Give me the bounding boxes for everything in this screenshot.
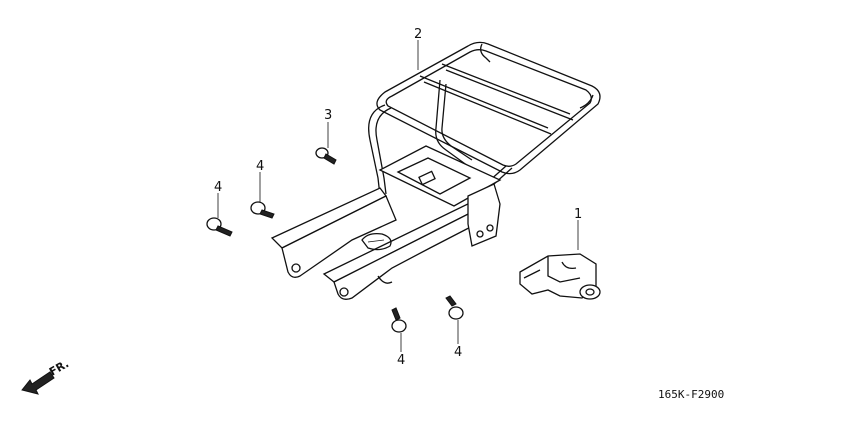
label-part-2: 2: [414, 27, 422, 42]
flange-bolt-4b: [250, 201, 275, 219]
label-part-4-a: 4: [256, 159, 264, 174]
label-part-4-d: 4: [454, 345, 462, 360]
leader-lines: [217, 40, 579, 352]
diagram-code: 165K-F2900: [658, 388, 724, 401]
rear-carrier-rack: [368, 41, 601, 197]
flange-bolt-4d: [445, 295, 464, 320]
flange-bolt-4a: [206, 217, 233, 237]
label-part-3: 3: [324, 108, 332, 123]
flange-bolt-3: [315, 147, 337, 165]
rack-mounting-bracket: [270, 145, 502, 300]
flange-bolt-4c: [391, 307, 407, 333]
label-part-4-b: 4: [214, 180, 222, 195]
arrow-icon: [21, 371, 55, 395]
label-part-1: 1: [574, 207, 582, 222]
label-part-4-c: 4: [397, 353, 405, 368]
front-direction-arrow: FR.: [21, 357, 71, 395]
fr-label: FR.: [47, 357, 71, 378]
carrier-lock: [519, 253, 601, 300]
